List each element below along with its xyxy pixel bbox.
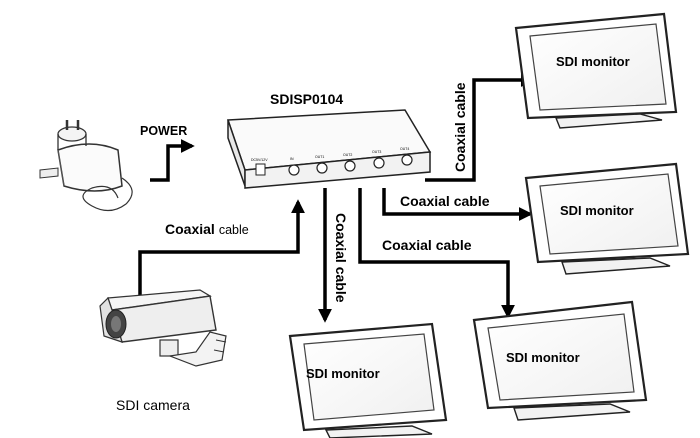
port-out3 [373, 157, 385, 169]
monitor-label-top-right: SDI monitor [556, 54, 630, 69]
cable-label-out1: Coaxial cable [333, 213, 349, 303]
camera-cable [138, 199, 305, 296]
port-label-out1: OUT1 [315, 155, 324, 159]
power-cable-arrow [150, 139, 195, 182]
out2-cable [358, 188, 515, 319]
port-out1 [316, 162, 328, 174]
port-label-out4: OUT4 [400, 147, 409, 151]
camera-label: SDI camera [116, 397, 190, 413]
port-label-in: IN [290, 157, 294, 161]
port-out2 [344, 160, 356, 172]
monitor-top-right: SDI monitor [514, 12, 678, 129]
port-label-power: DC5V/12V [251, 158, 268, 162]
out4-cable [425, 73, 535, 182]
device-model-label: SDISP0104 [270, 91, 343, 107]
power-label: POWER [140, 124, 187, 138]
monitor-middle-right: SDI monitor [524, 162, 690, 275]
port-out4 [401, 154, 413, 166]
out3-cable [382, 188, 533, 221]
power-adapter [39, 120, 133, 212]
cable-label-camera-word1: Coaxial [165, 221, 215, 237]
power-jack [255, 163, 266, 176]
cable-label-camera: Coaxial cable [165, 221, 249, 237]
cable-label-out2: Coaxial cable [382, 237, 472, 253]
monitor-bottom-center: SDI monitor [288, 322, 448, 438]
port-in [288, 164, 300, 176]
monitor-label-bottom-center: SDI monitor [306, 366, 380, 381]
port-label-out3: OUT3 [372, 150, 381, 154]
cable-label-out3: Coaxial cable [400, 193, 490, 209]
splitter-device: DC5V/12V IN OUT1 OUT2 OUT3 OUT4 [226, 109, 432, 189]
port-label-out2: OUT2 [343, 153, 352, 157]
monitor-label-middle-right: SDI monitor [560, 203, 634, 218]
sdi-camera [99, 289, 227, 367]
monitor-label-bottom-right: SDI monitor [506, 350, 580, 365]
cable-label-camera-word2: cable [219, 223, 249, 237]
monitor-bottom-right: SDI monitor [472, 300, 648, 421]
cable-label-out4: Coaxial cable [452, 82, 468, 172]
